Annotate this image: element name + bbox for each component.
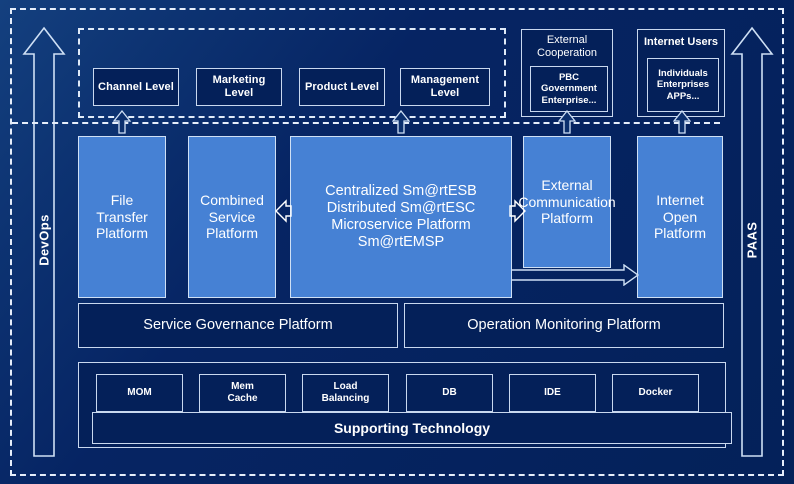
external-communication-platform-line3: Platform [540, 210, 594, 227]
left-arrow-combined-centralized [275, 198, 292, 224]
up-arrow-internet-open [673, 110, 691, 134]
technology-box-load-balancing-line1: Load [333, 381, 358, 393]
external-cooperation-inner-line1: PBC Government [541, 72, 597, 95]
level-box-management-label: Management Level [410, 74, 480, 99]
external-cooperation-inner-line2: Enterprise... [541, 94, 597, 106]
combined-service-platform-line2: Service [208, 208, 256, 225]
external-cooperation-group[interactable]: External Cooperation PBC Government Ente… [521, 29, 613, 117]
file-transfer-platform-line2: Transfer [96, 208, 148, 225]
combined-service-platform[interactable]: Combined Service Platform [188, 136, 276, 298]
technology-box-load-balancing-line2: Balancing [321, 393, 370, 404]
up-arrow-file-transfer [113, 110, 131, 134]
level-box-marketing-label: Marketing Level [212, 74, 266, 99]
technology-box-mem-cache[interactable]: Mem Cache [199, 374, 286, 412]
paas-arrow-label: PAAS [744, 221, 760, 259]
right-arrow-centralized-external [509, 198, 526, 224]
centralized-esb-platform-line3: Microservice Platform Sm@rtEMSP [331, 217, 471, 251]
internet-open-platform[interactable]: Internet Open Platform [637, 136, 723, 298]
technology-box-db[interactable]: DB [406, 374, 493, 412]
centralized-esb-platform-line2: Distributed Sm@rtESC [326, 199, 476, 216]
internet-users-group[interactable]: Internet Users Individuals Enterprises A… [637, 29, 725, 117]
technology-box-load-balancing[interactable]: Load Balancing [302, 374, 389, 412]
external-communication-platform[interactable]: External Communication Platform [518, 136, 616, 268]
combined-service-platform-line3: Platform [205, 225, 259, 242]
technology-box-mom[interactable]: MOM [96, 374, 183, 412]
external-cooperation-title-line1: External [546, 34, 588, 46]
file-transfer-platform-line1: File [110, 192, 134, 209]
service-governance-platform[interactable]: Service Governance Platform [78, 303, 398, 348]
external-cooperation-inner-box: PBC Government Enterprise... [530, 66, 608, 112]
file-transfer-platform[interactable]: File Transfer Platform [78, 136, 166, 298]
internet-users-title: Internet Users [644, 36, 718, 48]
external-cooperation-title-line2: Cooperation [537, 46, 597, 59]
centralized-esb-platform-line1: Centralized Sm@rtESB [325, 182, 477, 199]
internet-users-inner-line2: Enterprises [656, 79, 710, 91]
file-transfer-platform-line3: Platform [95, 225, 149, 242]
internet-open-platform-line3: Platform [653, 225, 707, 242]
paas-arrow [730, 26, 774, 458]
external-communication-platform-line2: Communication [518, 193, 616, 210]
internet-open-platform-line2: Open [662, 208, 698, 225]
up-arrow-centralized [392, 110, 410, 134]
up-arrow-external-communication [558, 110, 576, 134]
level-box-channel-label: Channel Level [98, 80, 174, 93]
technology-box-mom-line1: MOM [127, 387, 152, 399]
supporting-technology-bar-label: Supporting Technology [333, 419, 491, 436]
level-box-channel[interactable]: Channel Level [93, 68, 179, 106]
level-box-product[interactable]: Product Level [299, 68, 385, 106]
combined-service-platform-line1: Combined [200, 192, 264, 209]
level-box-marketing[interactable]: Marketing Level [196, 68, 282, 106]
horizontal-arrow-centralized-internet-open [511, 264, 639, 286]
technology-box-docker[interactable]: Docker [612, 374, 699, 412]
technology-box-mem-cache-line1: Mem [231, 381, 254, 393]
service-governance-platform-label: Service Governance Platform [143, 316, 333, 333]
devops-arrow-label: DevOps [36, 214, 52, 266]
supporting-technology-bar[interactable]: Supporting Technology [92, 412, 732, 444]
level-box-product-label: Product Level [304, 80, 380, 93]
technology-box-mem-cache-line2: Cache [227, 393, 258, 404]
technology-box-db-line1: DB [442, 387, 457, 399]
technology-box-docker-line1: Docker [638, 387, 673, 399]
outer-dashed-boundary [10, 8, 784, 476]
technology-box-ide[interactable]: IDE [509, 374, 596, 412]
devops-arrow [22, 26, 66, 458]
business-levels-zone [78, 28, 506, 118]
internet-open-platform-line1: Internet [656, 192, 704, 209]
external-communication-platform-line1: External [541, 177, 593, 194]
operation-monitoring-platform-label: Operation Monitoring Platform [467, 316, 661, 333]
technology-box-ide-line1: IDE [544, 387, 561, 399]
operation-monitoring-platform[interactable]: Operation Monitoring Platform [404, 303, 724, 348]
level-box-management[interactable]: Management Level [400, 68, 490, 106]
internet-users-inner-line3: APPs... [666, 90, 700, 102]
internet-users-inner-line1: Individuals [658, 68, 708, 80]
layer-separator-dashed-line [12, 122, 720, 124]
centralized-esb-platform[interactable]: Centralized Sm@rtESB Distributed Sm@rtES… [290, 136, 512, 298]
internet-users-inner-box: Individuals Enterprises APPs... [647, 58, 719, 112]
